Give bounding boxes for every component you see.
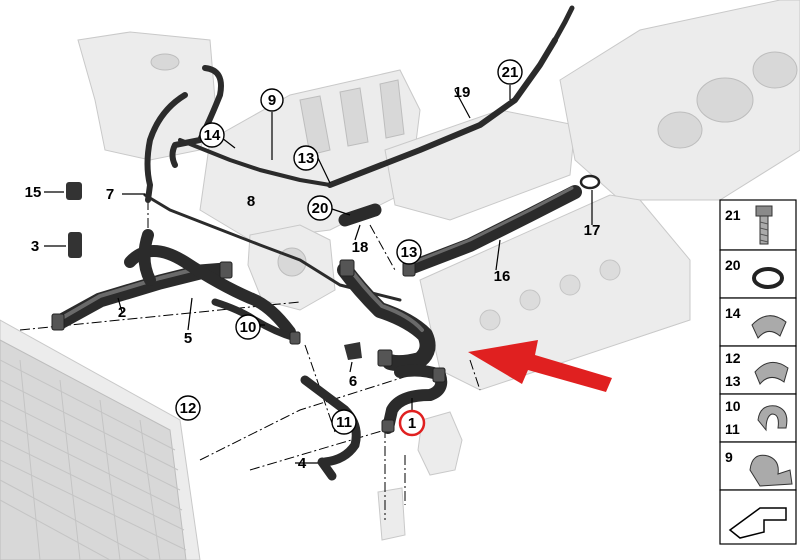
callout-8: 8	[247, 193, 255, 210]
callout-2: 2	[118, 304, 126, 321]
arrow-symbol-icon	[728, 507, 787, 539]
double-clip-icon	[749, 454, 793, 487]
panel-label-11: 11	[725, 421, 740, 437]
cylinder-head-right	[419, 194, 691, 391]
hose-clamp-icon	[751, 315, 787, 339]
callout-5: 5	[184, 330, 192, 347]
hose-5	[124, 245, 296, 338]
hose-14	[169, 65, 224, 168]
callout-18: 18	[352, 239, 369, 256]
callout-4: 4	[298, 455, 307, 472]
bolt-icon	[755, 205, 773, 245]
callout-11: 11	[336, 414, 352, 431]
panel-label-20: 20	[725, 257, 741, 273]
pipe-16	[403, 185, 582, 275]
callout-7: 7	[106, 186, 114, 203]
hoses	[51, 5, 601, 481]
panel-label-9: 9	[725, 449, 733, 465]
band-clamp-icon	[754, 361, 789, 385]
engine-block	[559, 0, 800, 201]
callout-19: 19	[454, 84, 471, 101]
assembly-lines	[19, 200, 481, 520]
callout-21: 21	[502, 64, 519, 81]
callout-15: 15	[25, 184, 42, 201]
panel-label-12: 12	[725, 350, 741, 366]
panel-label-21: 21	[725, 207, 741, 223]
panel-label-14: 14	[725, 305, 741, 321]
callout-20: 20	[312, 200, 329, 217]
sensor-15	[66, 182, 82, 200]
callout-1: 1	[408, 415, 416, 432]
sensor-3	[68, 232, 82, 258]
panel-label-13: 13	[725, 373, 741, 389]
callout-3: 3	[31, 238, 39, 255]
spring-clip-icon	[757, 405, 788, 432]
callouts: 1 2 3 4 5 6 7 8 9 10 11 12 13 13 14 15 1…	[25, 59, 601, 472]
panel-label-10: 10	[725, 398, 741, 414]
highlight-arrow	[468, 340, 612, 392]
hose-1	[337, 262, 436, 372]
callout-13-upper: 13	[298, 150, 315, 167]
o-ring-17	[579, 174, 601, 190]
expansion-tank	[77, 31, 216, 161]
hose-4	[317, 457, 337, 481]
small-parts-panel: 21 20 14 12 13 10 11 9	[719, 199, 797, 545]
callout-17: 17	[584, 222, 601, 239]
part-6	[344, 342, 362, 360]
hose-18	[338, 203, 382, 227]
thermostat-housing	[417, 411, 463, 476]
radiator	[0, 319, 201, 560]
callout-13-lower: 13	[401, 244, 418, 261]
pipe-19	[327, 37, 558, 188]
callout-16: 16	[494, 268, 511, 285]
callout-10: 10	[240, 319, 257, 336]
o-ring-icon	[752, 267, 784, 289]
callout-9: 9	[268, 92, 276, 109]
callout-6: 6	[349, 373, 357, 390]
callout-12: 12	[180, 400, 197, 417]
callout-14: 14	[204, 127, 221, 144]
bottom-connector	[377, 487, 406, 541]
